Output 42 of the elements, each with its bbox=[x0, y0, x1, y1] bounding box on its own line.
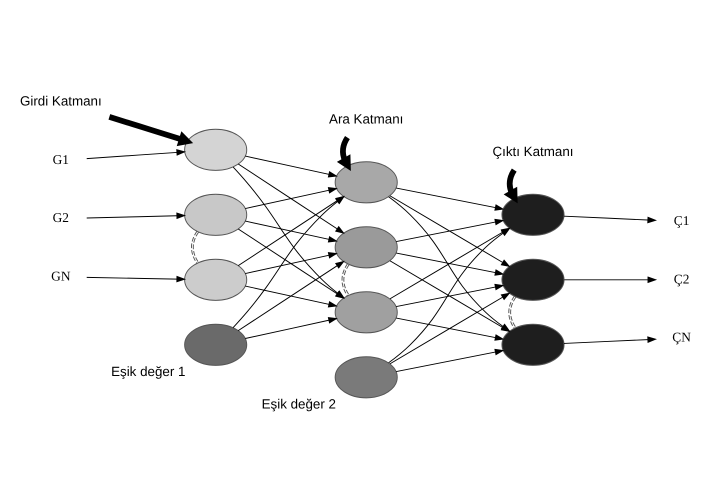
arrow bbox=[564, 276, 658, 284]
arrow bbox=[564, 216, 657, 224]
arrow bbox=[396, 252, 504, 276]
arrow bbox=[396, 284, 504, 308]
arrow bbox=[244, 187, 338, 210]
arrow bbox=[244, 156, 338, 178]
arrow bbox=[396, 348, 504, 372]
node-text: Ç1 bbox=[674, 213, 690, 228]
arrow bbox=[244, 317, 338, 339]
arrow bbox=[108, 114, 194, 146]
arrow bbox=[238, 228, 345, 299]
node-oval bbox=[184, 194, 248, 236]
node-text: GN bbox=[51, 268, 71, 284]
arrow bbox=[86, 212, 186, 220]
arrow bbox=[86, 276, 186, 282]
node-text: ÇN bbox=[672, 330, 691, 345]
node-text: G2 bbox=[52, 210, 70, 226]
node-text: Girdi Katmanı bbox=[20, 94, 102, 109]
arrow bbox=[86, 149, 186, 160]
node-text: Çıktı Katmanı bbox=[492, 144, 574, 160]
arrow bbox=[396, 188, 504, 211]
arrow bbox=[244, 220, 338, 243]
arrow bbox=[396, 218, 504, 242]
arrow bbox=[336, 136, 351, 171]
node-oval bbox=[184, 128, 248, 171]
connector bbox=[191, 230, 200, 264]
arrow bbox=[564, 336, 657, 344]
arrow bbox=[396, 318, 504, 341]
node-oval bbox=[184, 324, 248, 366]
arrow bbox=[244, 252, 338, 274]
arrow bbox=[238, 260, 345, 332]
node-text: Ç2 bbox=[674, 271, 690, 286]
node-oval bbox=[334, 356, 398, 398]
connector bbox=[342, 263, 350, 296]
node-label: Eşik değer 1 bbox=[111, 364, 186, 380]
node-oval bbox=[184, 258, 248, 301]
node-text: G1 bbox=[52, 152, 70, 167]
connector bbox=[508, 296, 516, 329]
arrow bbox=[244, 286, 338, 308]
arrow bbox=[504, 168, 518, 204]
node-label: Eşik değer 2 bbox=[262, 396, 336, 412]
node-text: Ara Katmanı bbox=[329, 112, 404, 127]
